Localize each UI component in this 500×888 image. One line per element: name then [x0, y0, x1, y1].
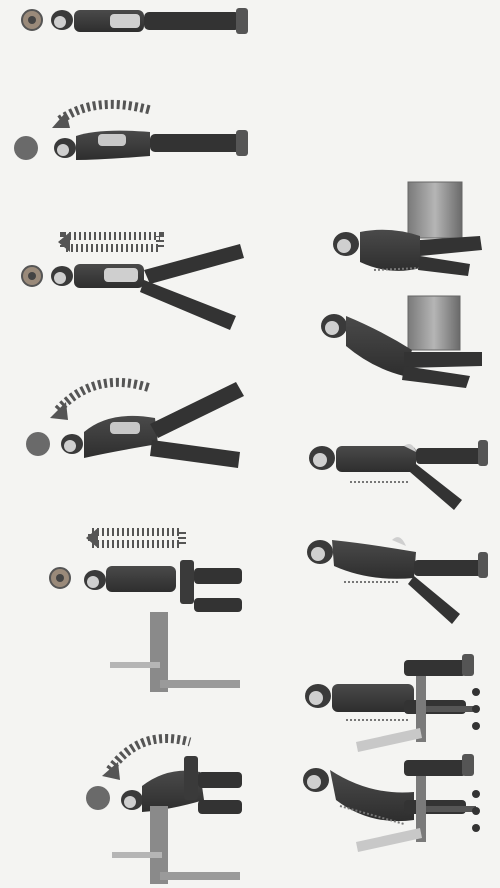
straight-arrow-icon	[64, 236, 160, 248]
figure-standing-stooped	[14, 104, 248, 160]
figure-one-leg-bent	[307, 537, 488, 624]
legs	[144, 12, 240, 30]
curved-arrow-icon	[60, 104, 150, 120]
figure-stool-upright	[305, 654, 480, 752]
ball-icon	[14, 136, 38, 160]
figure-standing-upright	[22, 8, 248, 34]
box	[408, 182, 462, 238]
figure-lunge-upright	[22, 232, 244, 330]
figure-desk-stooped	[86, 739, 242, 885]
figure-desk-upright	[50, 528, 242, 692]
figure-box-lift-bent	[321, 296, 482, 388]
chair	[180, 560, 194, 604]
figure-one-leg-upright	[309, 440, 488, 510]
figure-box-lift-squat	[333, 182, 482, 276]
figure-stool-slouched	[303, 754, 480, 852]
stool-post	[426, 706, 476, 712]
figure-lunge-stooped	[26, 382, 244, 468]
